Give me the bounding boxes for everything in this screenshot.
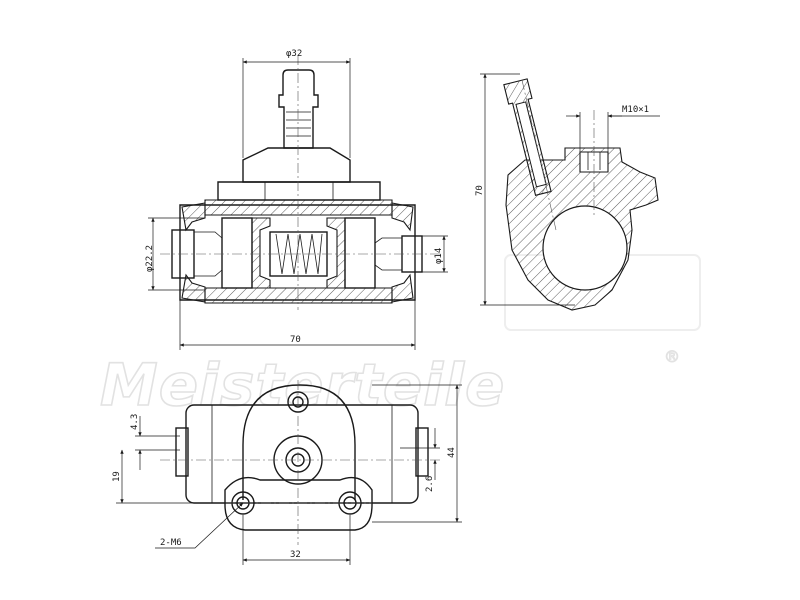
left-boot-top — [181, 202, 206, 232]
dim-thread: M10×1 — [622, 105, 649, 115]
left-boot-bottom — [181, 273, 206, 303]
return-spring — [275, 233, 323, 275]
bottom-end-view: 4.3 19 2.6 44 32 2-M6 — [112, 380, 462, 565]
side-bleeder — [503, 78, 552, 196]
right-seal-cup — [326, 217, 346, 289]
end-boss-outline — [242, 384, 356, 500]
dim-bolt-callout: 2-M6 — [160, 538, 182, 548]
dim-offset-left: 19 — [112, 471, 122, 482]
front-section-view: φ32 φ22.2 φ14 70 — [145, 49, 448, 350]
side-bore — [542, 205, 628, 291]
bleeder-boss — [242, 147, 351, 183]
dim-bolt-spacing: 32 — [290, 550, 301, 560]
end-right-stub — [415, 427, 429, 477]
right-piston — [344, 217, 376, 289]
dim-right-bore: φ14 — [434, 248, 444, 264]
watermark-registered-mark: ® — [664, 347, 680, 366]
right-boot-bottom — [391, 273, 414, 303]
right-boot-top — [391, 202, 414, 232]
dim-bottom-height: 44 — [447, 447, 457, 458]
dim-side-height: 70 — [475, 185, 485, 196]
left-piston — [221, 217, 253, 289]
side-section-view: 70 M10×1 — [475, 73, 660, 311]
threaded-port — [579, 151, 609, 173]
left-push-rod — [171, 229, 195, 279]
end-body-outline — [185, 404, 419, 504]
dim-left-bore: φ22.2 — [145, 245, 155, 272]
dim-top-bore: φ32 — [286, 49, 302, 59]
end-left-stub — [175, 427, 189, 477]
dim-offset-top: 4.3 — [130, 414, 140, 430]
dim-offset-right: 2.6 — [425, 476, 435, 492]
dim-overall-width: 70 — [290, 335, 301, 345]
lower-wall-section — [204, 287, 393, 304]
upper-wall-section — [204, 199, 393, 216]
left-seal-cup — [251, 217, 271, 289]
body-top — [217, 181, 381, 201]
mounting-flange — [224, 476, 373, 531]
